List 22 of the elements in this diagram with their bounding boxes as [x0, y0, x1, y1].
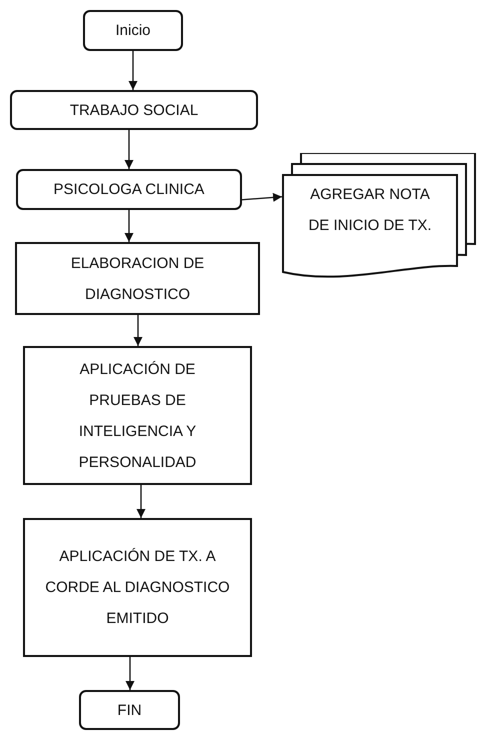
step-label: FIN [116, 700, 143, 720]
arrow [136, 485, 146, 518]
process-box [23, 346, 252, 485]
process-box [10, 90, 258, 130]
arrow [242, 192, 282, 202]
terminal-box [79, 690, 180, 730]
arrow [128, 51, 138, 90]
process-box [23, 518, 252, 657]
arrow [126, 657, 134, 690]
process-box [15, 242, 260, 315]
step-label: Inicio [114, 21, 152, 41]
arrow [134, 315, 142, 346]
step-label: ELABORACION DE DIAGNOSTICO [70, 254, 206, 304]
arrow [124, 130, 134, 169]
document-label: AGREGAR NOTA DE INICIO DE TX. [307, 185, 433, 236]
step-label: PSICOLOGA CLINICA [52, 180, 206, 200]
step-label: APLICACIÓN DE PRUEBAS DE INTELIGENCIA Y PERSONALIDAD [78, 360, 198, 472]
arrow [124, 210, 134, 242]
step-label: TRABAJO SOCIAL [68, 100, 200, 120]
process-box [16, 169, 242, 210]
terminal-box [83, 10, 183, 51]
step-label: APLICACIÓN DE TX. A CORDE AL DIAGNOSTICO EMITIDO [44, 547, 231, 629]
